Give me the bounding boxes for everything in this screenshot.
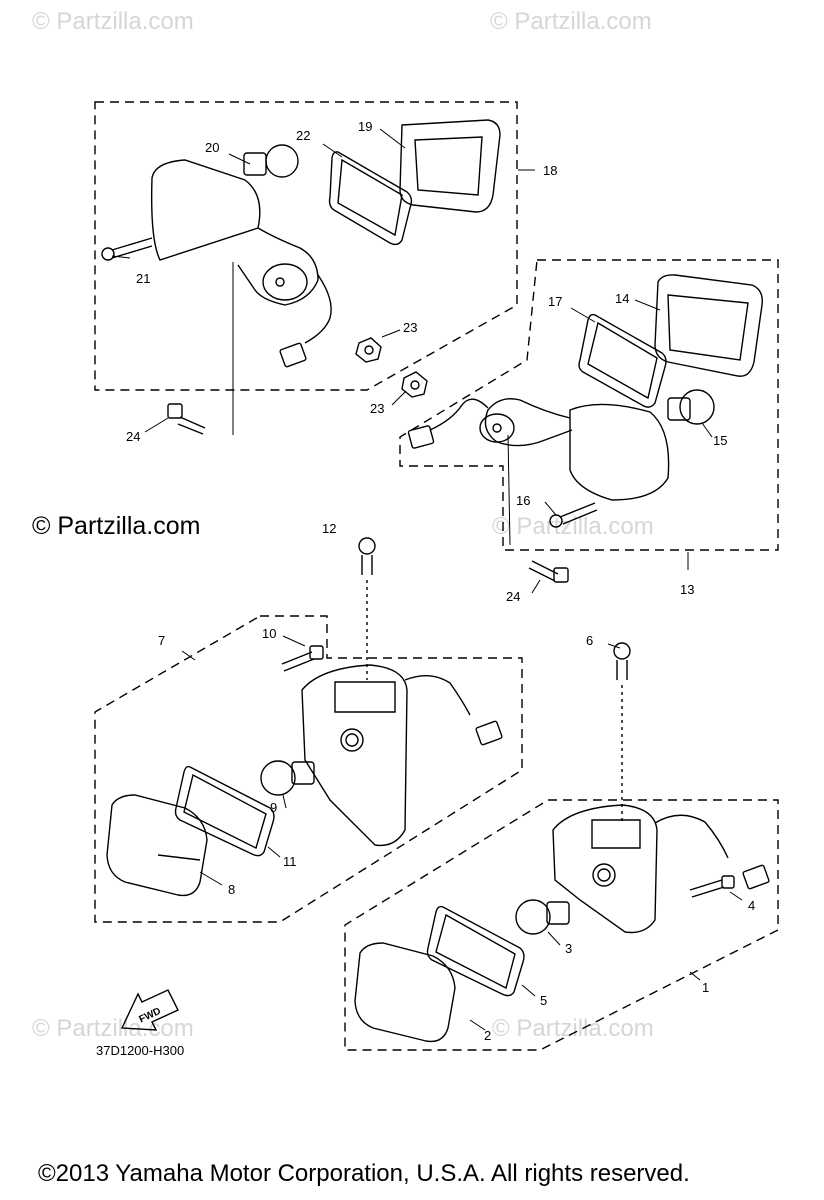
gasket-5 xyxy=(426,905,525,997)
screw-10 xyxy=(281,651,315,672)
assembly-13-boundary xyxy=(399,259,779,551)
callout-13: 13 xyxy=(680,582,694,597)
callout-23-top: 23 xyxy=(403,320,417,335)
callout-24-right: 24 xyxy=(506,589,520,604)
yamaha-copyright: ©2013 Yamaha Motor Corporation, U.S.A. A… xyxy=(38,1160,690,1187)
assembly-18-boundary xyxy=(94,101,518,391)
diagram-code: 37D1200-H300 xyxy=(96,1043,185,1058)
nut-23-right xyxy=(401,371,428,398)
callout-9: 9 xyxy=(270,800,277,815)
callout-8: 8 xyxy=(228,882,235,897)
fwd-arrow xyxy=(120,989,179,1031)
watermark-mid-right: © Partzilla.com xyxy=(492,513,654,540)
housing-13 xyxy=(569,403,670,501)
bulb-9 xyxy=(260,760,296,796)
callout-6: 6 xyxy=(586,633,593,648)
housing-7 xyxy=(301,664,408,847)
screw-16 xyxy=(559,502,598,525)
gasket-17 xyxy=(578,313,667,408)
callout-2: 2 xyxy=(484,1028,491,1043)
bulb-3 xyxy=(515,899,551,935)
housing-18 xyxy=(150,159,261,261)
callout-24-left: 24 xyxy=(126,429,140,444)
lens-2 xyxy=(354,942,456,1043)
callout-3: 3 xyxy=(565,941,572,956)
lens-19 xyxy=(399,119,501,213)
screw-24-left xyxy=(177,416,206,435)
callout-19: 19 xyxy=(358,119,372,134)
bulb-15 xyxy=(679,389,715,425)
callout-22: 22 xyxy=(296,128,310,143)
watermark-bottom-right: © Partzilla.com xyxy=(492,1015,654,1042)
callout-21: 21 xyxy=(136,271,150,286)
screw-4 xyxy=(689,879,725,898)
nut-23-top xyxy=(355,337,382,363)
gasket-22 xyxy=(328,151,413,246)
callout-4: 4 xyxy=(748,898,755,913)
callout-10: 10 xyxy=(262,626,276,641)
watermark-top-right: © Partzilla.com xyxy=(490,8,652,35)
callout-5: 5 xyxy=(540,993,547,1008)
callout-11: 11 xyxy=(283,854,297,869)
callout-17: 17 xyxy=(548,294,562,309)
callout-18: 18 xyxy=(543,163,557,178)
watermark-bottom-left: © Partzilla.com xyxy=(32,1015,194,1042)
callout-12: 12 xyxy=(322,521,336,536)
gasket-11 xyxy=(174,765,275,857)
screw-6 xyxy=(616,660,628,680)
callout-14: 14 xyxy=(615,291,629,306)
watermark-top-left: © Partzilla.com xyxy=(32,8,194,35)
assembly-7-boundary xyxy=(94,615,523,923)
assembly-1-boundary xyxy=(344,799,779,1051)
partzilla-copyright: © Partzilla.com xyxy=(32,512,201,540)
fwd-label: FWD xyxy=(137,1006,162,1026)
screw-21 xyxy=(111,237,153,259)
callout-20: 20 xyxy=(205,140,219,155)
housing-1 xyxy=(552,804,658,934)
bulb-20 xyxy=(265,144,299,178)
lens-14 xyxy=(654,274,763,377)
callout-16: 16 xyxy=(516,493,530,508)
callout-15: 15 xyxy=(713,433,727,448)
callout-7: 7 xyxy=(158,633,165,648)
callout-1: 1 xyxy=(702,980,709,995)
screw-12 xyxy=(361,555,373,575)
lens-8 xyxy=(106,794,208,897)
callout-23-right: 23 xyxy=(370,401,384,416)
